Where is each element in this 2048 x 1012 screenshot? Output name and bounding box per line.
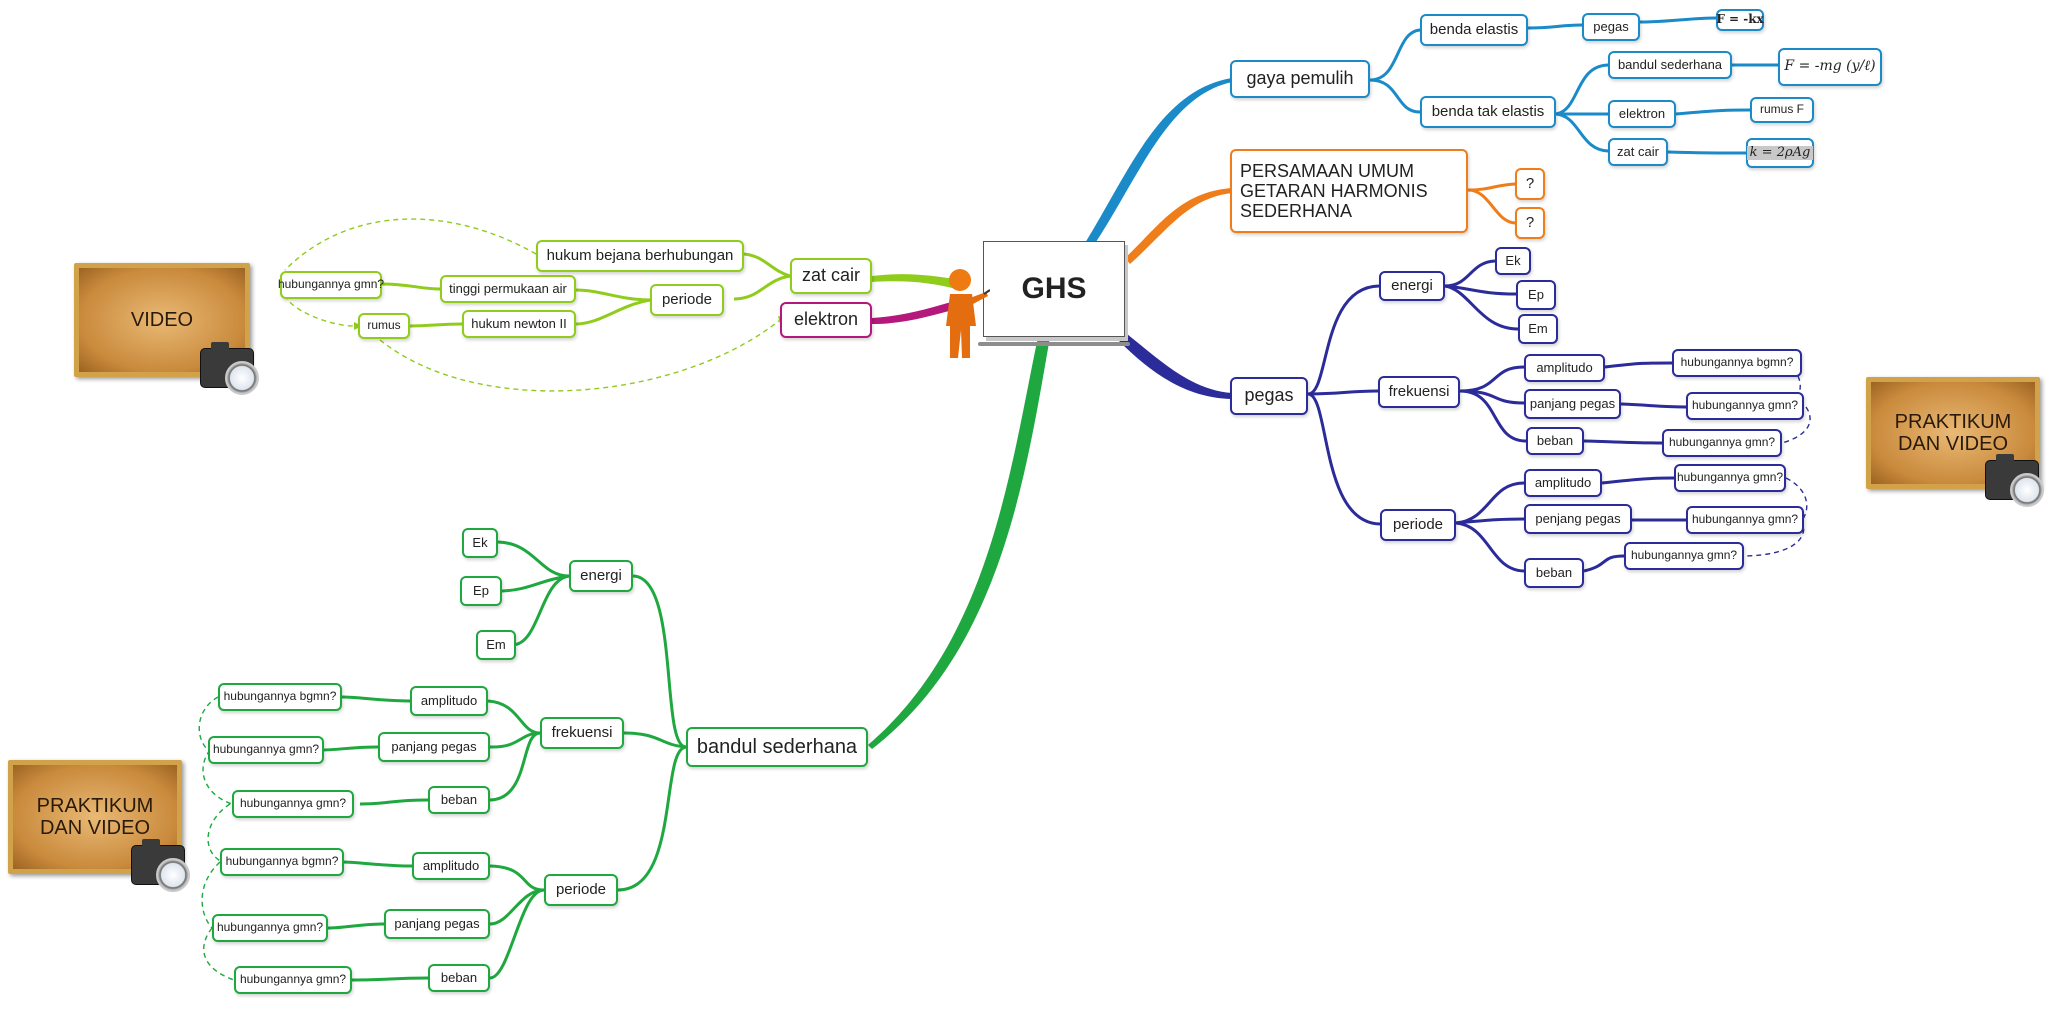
node-pegas-per-amplitudo[interactable]: amplitudo <box>1524 469 1602 497</box>
node-bandul-per-panjang-rel[interactable]: hubungannya gmn? <box>212 914 328 942</box>
node-bandul-frekuensi[interactable]: frekuensi <box>540 717 624 749</box>
node-pegas-ek[interactable]: Ek <box>1495 247 1531 275</box>
node-bandul-ek[interactable]: Ek <box>462 528 498 558</box>
node-tinggi-permukaan[interactable]: tinggi permukaan air <box>440 275 576 303</box>
node-bandul-per-beban-rel[interactable]: hubungannya gmn? <box>234 966 352 994</box>
node-pegas-frek-panjang-rel[interactable]: hubungannya gmn? <box>1686 392 1804 420</box>
node-zat-cair[interactable]: zat cair <box>790 258 872 294</box>
node-pegas-per-panjang-rel[interactable]: hubungannya gmn? <box>1686 506 1804 534</box>
central-topic-label: GHS <box>1021 272 1087 305</box>
node-rumus-f[interactable]: rumus F <box>1750 97 1814 123</box>
node-bandul-per-amplitudo-rel[interactable]: hubungannya bgmn? <box>220 848 344 876</box>
praktikum-left-label: PRAKTIKUM DAN VIDEO <box>36 795 154 839</box>
node-zat-cair-hubungan[interactable]: hubungannya gmn? <box>278 271 384 299</box>
branch-elektron <box>872 300 960 324</box>
camera-icon <box>200 342 259 395</box>
node-pegas-em[interactable]: Em <box>1518 314 1558 344</box>
node-benda-elastis[interactable]: benda elastis <box>1420 14 1528 46</box>
node-bandul-frek-beban[interactable]: beban <box>428 786 490 814</box>
branch-bandul <box>868 337 1050 749</box>
node-bandul-frek-panjang[interactable]: panjang pegas <box>378 732 490 762</box>
node-bandul-em[interactable]: Em <box>476 630 516 660</box>
node-pegas-frekuensi[interactable]: frekuensi <box>1378 376 1460 408</box>
node-pegas[interactable]: pegas <box>1230 377 1308 415</box>
node-bandul-frek-amplitudo[interactable]: amplitudo <box>410 686 488 716</box>
node-pegas-elastis[interactable]: pegas <box>1582 13 1640 41</box>
branch-zat-cair <box>872 274 960 290</box>
node-pegas-per-amplitudo-rel[interactable]: hubungannya gmn? <box>1674 464 1786 492</box>
branch-gaya-pemulih <box>1085 78 1232 245</box>
node-elektron-gaya[interactable]: elektron <box>1608 100 1676 128</box>
presenter-figure-icon <box>946 269 990 358</box>
video-board-label: VIDEO <box>130 309 194 331</box>
branch-pegas <box>1118 330 1232 399</box>
node-pegas-frek-amplitudo[interactable]: amplitudo <box>1524 354 1605 382</box>
node-pegas-energi[interactable]: energi <box>1379 271 1445 301</box>
praktikum-board-right[interactable]: PRAKTIKUM DAN VIDEO <box>1866 377 2044 507</box>
node-bandul-per-beban[interactable]: beban <box>428 964 490 992</box>
formula-bandul-text: F = -mg (y/ℓ) <box>1784 58 1876 75</box>
node-bandul-per-panjang[interactable]: panjang pegas <box>384 909 490 939</box>
node-gaya-pemulih[interactable]: gaya pemulih <box>1230 60 1370 98</box>
node-zat-cair-rumus[interactable]: rumus <box>358 313 410 339</box>
node-pegas-frek-amplitudo-rel[interactable]: hubungannya bgmn? <box>1672 349 1802 377</box>
praktikum-board-left[interactable]: PRAKTIKUM DAN VIDEO <box>8 760 190 892</box>
praktikum-right-label: PRAKTIKUM DAN VIDEO <box>1894 411 2012 455</box>
video-board[interactable]: VIDEO <box>74 263 259 395</box>
node-zat-cair-periode[interactable]: periode <box>650 284 724 316</box>
node-pegas-periode[interactable]: periode <box>1380 509 1456 541</box>
node-pegas-per-beban-rel[interactable]: hubungannya gmn? <box>1624 542 1744 570</box>
node-bandul-per-amplitudo[interactable]: amplitudo <box>412 852 490 880</box>
formula-zat-cair[interactable]: k = 2ρAg <box>1746 138 1814 168</box>
formula-zat-cair-text: k = 2ρAg <box>1746 145 1814 161</box>
node-pegas-ep[interactable]: Ep <box>1516 280 1556 310</box>
branch-persamaan <box>1125 188 1232 264</box>
node-zat-cair-gaya[interactable]: zat cair <box>1608 138 1668 166</box>
central-topic[interactable]: GHS <box>978 241 1130 346</box>
node-bandul-frek-amplitudo-rel[interactable]: hubungannya bgmn? <box>218 683 342 711</box>
node-bandul-energi[interactable]: energi <box>569 560 633 592</box>
node-elektron[interactable]: elektron <box>780 302 872 338</box>
node-hukum-newton[interactable]: hukum newton II <box>462 310 576 338</box>
node-hukum-bejana[interactable]: hukum bejana berhubungan <box>536 240 744 272</box>
node-pegas-frek-beban-rel[interactable]: hubungannya gmn? <box>1662 429 1782 457</box>
persamaan-line-3: SEDERHANA <box>1240 201 1353 222</box>
node-question-2[interactable]: ? <box>1515 207 1545 239</box>
formula-hooke-text: F = -kx <box>1716 12 1764 27</box>
node-question-1[interactable]: ? <box>1515 168 1545 200</box>
formula-hooke[interactable]: F = -kx <box>1716 9 1764 31</box>
camera-icon <box>1985 454 2044 507</box>
node-pegas-frek-beban[interactable]: beban <box>1526 427 1584 455</box>
node-benda-tak-elastis[interactable]: benda tak elastis <box>1420 96 1556 128</box>
node-bandul-sederhana[interactable]: bandul sederhana <box>686 727 868 767</box>
persamaan-line-1: PERSAMAAN UMUM <box>1240 160 1415 181</box>
node-pegas-per-beban[interactable]: beban <box>1524 558 1584 588</box>
persamaan-line-2: GETARAN HARMONIS <box>1240 180 1428 201</box>
node-persamaan-umum[interactable]: PERSAMAAN UMUM GETARAN HARMONIS SEDERHAN… <box>1230 149 1468 233</box>
node-bandul-ep[interactable]: Ep <box>460 576 502 606</box>
node-bandul-sederhana-gaya[interactable]: bandul sederhana <box>1608 51 1732 79</box>
node-pegas-frek-panjang[interactable]: panjang pegas <box>1524 389 1621 419</box>
node-pegas-per-panjang[interactable]: penjang pegas <box>1524 504 1632 534</box>
node-bandul-frek-panjang-rel[interactable]: hubungannya gmn? <box>208 736 324 764</box>
node-bandul-periode[interactable]: periode <box>544 874 618 906</box>
formula-bandul[interactable]: F = -mg (y/ℓ) <box>1778 48 1882 86</box>
node-bandul-frek-beban-rel[interactable]: hubungannya gmn? <box>232 790 354 818</box>
camera-icon <box>131 839 190 892</box>
